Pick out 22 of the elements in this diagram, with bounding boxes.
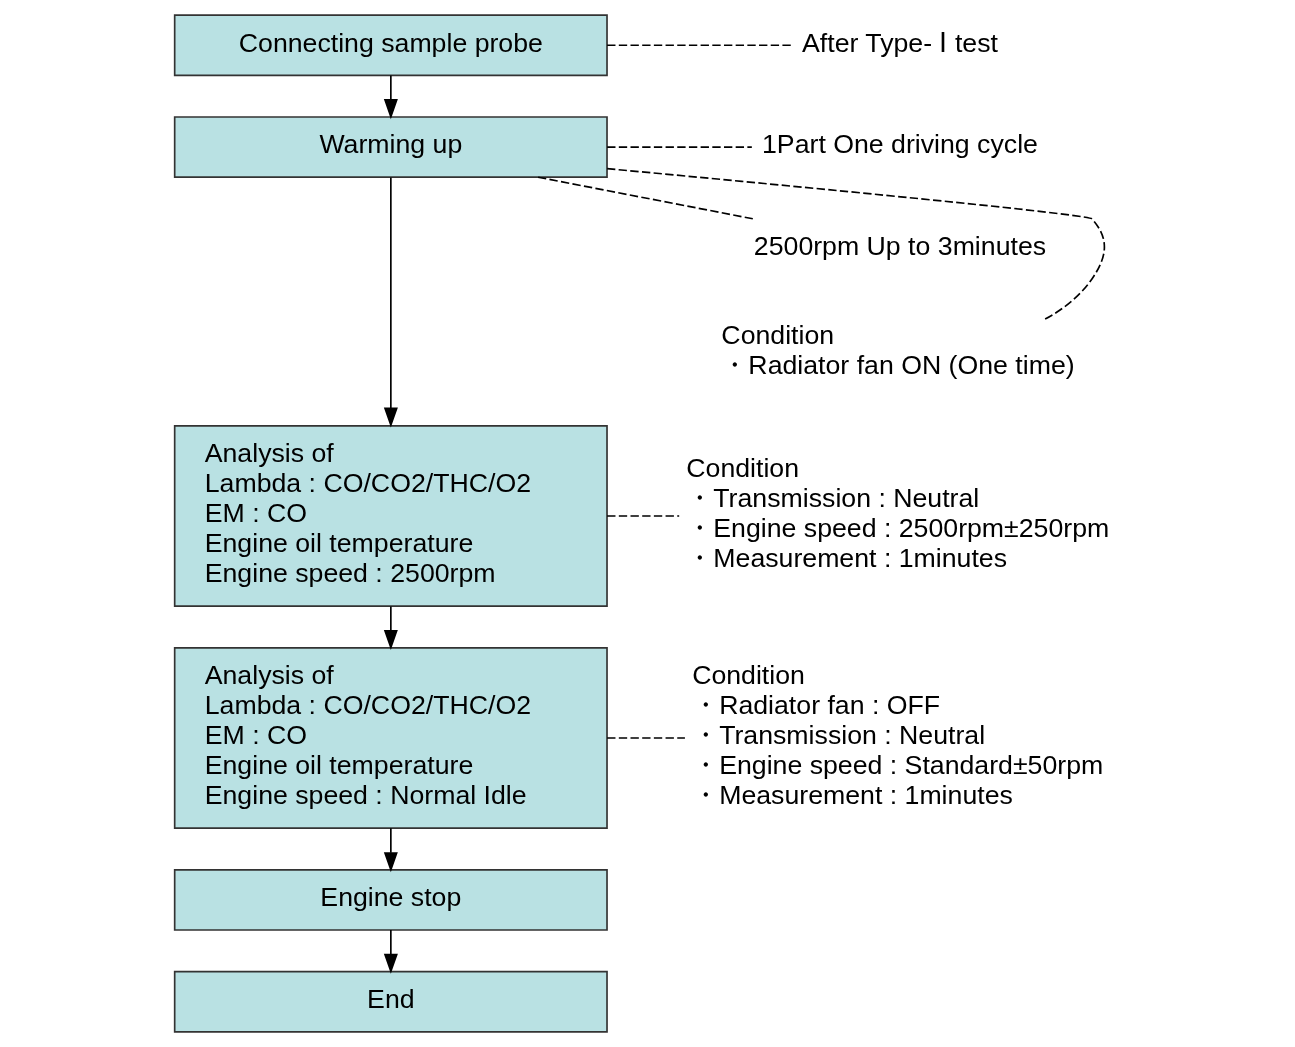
connector (537, 176, 754, 220)
arrow (383, 74, 398, 120)
node-text: 1Part One driving cycle (762, 129, 1038, 160)
node-text: After Type- Ⅰ test (802, 27, 998, 58)
arrow (383, 827, 398, 873)
node-box: Analysis of Lambda : CO/CO2/THC/O2 EM : CO Engine oil temperature Engine speed : Normal Idle (173, 647, 608, 829)
connector (606, 515, 681, 517)
arrow (383, 605, 398, 650)
node-box: End (173, 970, 608, 1033)
connector (606, 146, 753, 148)
node-text: Condition ・Radiator fan ON (One time) (721, 319, 1075, 380)
node-text: 2500rpm Up to 3minutes (753, 231, 1047, 262)
node-box: Warming up (173, 116, 608, 178)
node-text: Condition ・Radiator fan : OFF ・Transmission : Neutral ・Engine speed : Standard±50rpm ・Measurement : 1minutes (692, 660, 1104, 811)
connector (606, 167, 1106, 322)
node-box: Connecting sample probe (173, 14, 608, 77)
arrow (383, 929, 398, 974)
connector (606, 737, 686, 739)
node-box: Engine stop (173, 869, 608, 931)
arrow (383, 176, 398, 428)
node-text: Condition ・Transmission : Neutral ・Engine speed : 2500rpm±250rpm ・Measurement : 1minutes (686, 453, 1110, 574)
node-box: Analysis of Lambda : CO/CO2/THC/O2 EM : CO Engine oil temperature Engine speed : 2500rpm (173, 425, 608, 607)
